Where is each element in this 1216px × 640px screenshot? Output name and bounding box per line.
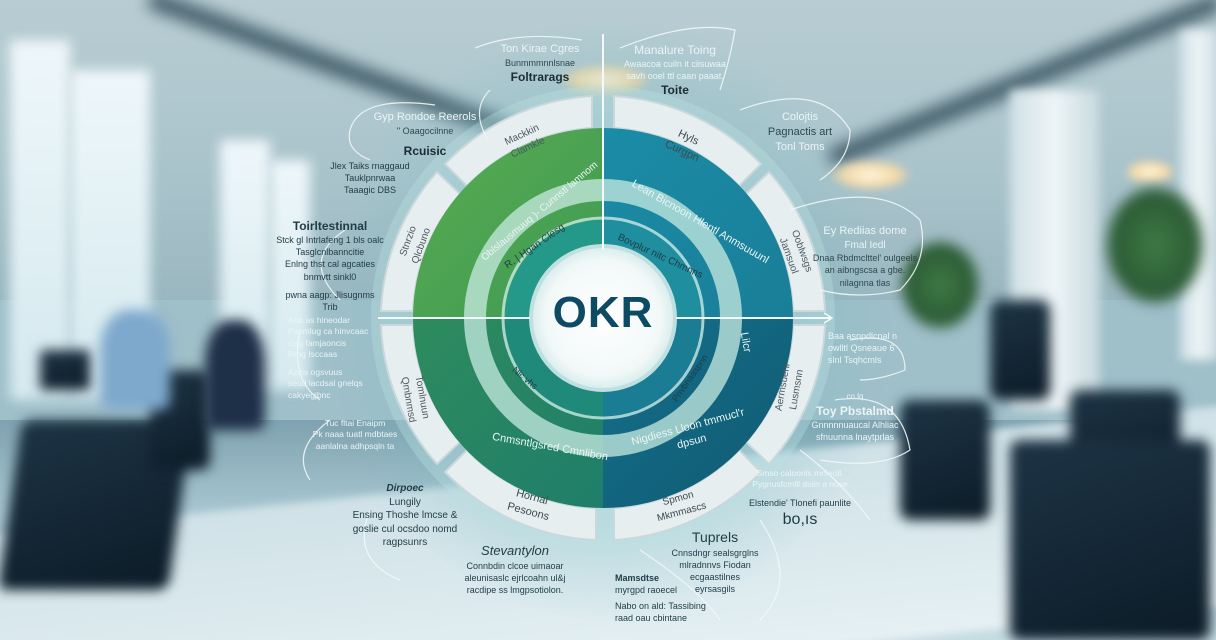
laptop (40, 350, 90, 390)
callout-line: Elstendie' Tlonefi paunlite (748, 497, 852, 508)
callout-line: Stck gl Intrlafeng 1 bls oalc (276, 235, 384, 246)
callout-line: nilagnna tlas (839, 277, 891, 288)
callout-line: Trib (322, 301, 338, 312)
segment-bottom-right (613, 448, 763, 542)
callout-line: clsg famjaoncis (288, 337, 347, 348)
callout-line: aleunisaslc ejrlcoahn ul&j (464, 572, 566, 583)
callout-footer: Foltrarags (510, 69, 570, 84)
callout-line: Tauklpnrwaa (344, 173, 396, 184)
person-blue-shirt (100, 310, 170, 410)
window (10, 40, 70, 400)
callout-line: Pygnusfcmlll dsiln a nose (752, 479, 848, 490)
callout-line: Tuc fltai Enaipm (324, 418, 386, 428)
plant (1105, 185, 1205, 305)
callout-line: Smso caloonls mnieoll. (756, 468, 844, 478)
callout-line: Ahb as hineodar (288, 315, 350, 325)
chair (1010, 440, 1210, 640)
callout-line: Bunmmmnnlsnae (504, 57, 576, 68)
callout-title: Gyp Rondoe Reerols (373, 111, 477, 123)
callout-line: Ensing Thoshe lmcse & (352, 510, 458, 521)
callout-left-lower: Ahb as hineodar Pacmlug ca hinvcaac clsg… (288, 315, 378, 401)
callout-title: Manalure Toing (634, 43, 716, 57)
callout-title: Ey Rediias dome (823, 225, 907, 237)
callout-upper-left: Gyp Rondoe Reerols '' Oaagocilnne Rcuisi… (370, 110, 480, 159)
callout-line: Pk naaa tuatl mdbtaes (312, 429, 398, 440)
ceiling-lamp (1125, 160, 1175, 184)
callout-right-lower: co lq Toy Pbstalmd Gnnnnnuaucal Alhliac … (805, 392, 905, 443)
callout-right: Ey Rediias dome Fmal Iedl Dnaa Rbdmcltte… (810, 224, 920, 289)
callout-upper-right: Colojtis Pagnactis art Tonl Toms (750, 110, 850, 155)
callout-line: savh ooel ttl caan paaat. (626, 71, 724, 82)
callout-footer: Toite (661, 83, 689, 98)
callout-line: Jlex Taiks rnaggaud (330, 161, 410, 171)
callout-left-mid: Jlex Taiks rnaggaud Tauklpnrwaa Taaagic … (325, 160, 415, 196)
window (270, 160, 310, 390)
callout-title: Stevantylon (481, 543, 549, 558)
callout-line: Dnaa Rbdmclttel' oulgeels (812, 253, 918, 264)
callout-line: Tasglcnlbanncitie (295, 247, 365, 258)
callout-line: goslie cul ocsdoo nomd (352, 523, 458, 535)
callout-line: pwna aagp: Jlisugnms (285, 289, 375, 300)
callout-line: co lq (846, 392, 864, 401)
callout-line: Pagnactis art (767, 125, 833, 138)
callout-line: ragpsunrs (382, 537, 428, 548)
callout-title: Toirltestinnal (292, 219, 368, 233)
callout-title: Colojtis (781, 111, 819, 123)
chair (990, 300, 1050, 400)
callout-title: Tuprels (691, 529, 739, 545)
callout-line: bnmvtt sinkl0 (303, 271, 357, 282)
callout-line: Connbdin clcoe uimaoar (466, 560, 564, 571)
callout-bottom-right: Tuprels Cnnsdngr sealsgrglns mlradnnvs F… (655, 528, 775, 595)
callout-bottom-right-top: Smso caloonls mnieoll. Pygnusfcmlll dsil… (740, 468, 860, 531)
callout-line: Nabo on ald: Tassibing (615, 601, 706, 612)
callout-bottom-center: Stevantylon Connbdin clcoe uimaoar aleun… (450, 542, 580, 596)
callout-line: Enlng thst cal agcaties (284, 259, 376, 270)
chair (900, 400, 990, 520)
callout-title: Ton Kirae Cgres (500, 43, 580, 55)
callout-footer: bo,ıs (782, 511, 818, 529)
callout-top-left: Ton Kirae Cgres Bunmmmnnlsnae Foltrarags (470, 42, 610, 85)
callout-line: slnl Tsqhcmls (828, 355, 882, 366)
callout-line: '' Oaagocilnne (396, 125, 454, 136)
callout-line: Lungily (389, 496, 421, 508)
callout-line: cakyegjbnc (288, 389, 331, 400)
callout-left-bottom: Tuc fltai Enaipm Pk naaa tuatl mdbtaes a… (305, 418, 405, 452)
callout-right-mid: Baa asnpdlcnal n owlltl Qsneaue 6 slnl T… (828, 330, 898, 366)
callout-line: Pacmlug ca hinvcaac (288, 326, 369, 337)
callout-top-right: Manalure Toing Awaacoa cuiln it ciisuwaa… (615, 42, 735, 99)
callout-line: Azcis ogsvuus (288, 366, 343, 377)
connector-lines (296, 26, 924, 621)
callout-line: owlltl Qsneaue 6 (828, 343, 895, 354)
callout-title: Mamsdtse (615, 573, 660, 583)
person-dark-suit (205, 320, 265, 430)
callout-line: aanlalna adhpsqln ta (315, 440, 395, 451)
callout-line: mlradnnvs Fiodan ecgaastilnes (679, 560, 751, 583)
callout-line: Rmg Isccaas (288, 349, 338, 360)
callout-line: myrgpd raoecel (615, 585, 678, 596)
callout-line: Baa asnpdlcnal n (828, 331, 898, 341)
callout-left: Toirltestinnal Stck gl Intrlafeng 1 bls … (275, 218, 385, 313)
callout-line: Awaacoa cuiln it ciisuwaa (624, 59, 726, 70)
callout-bottom-left: Dirpoec Lungily Ensing Thoshe lmcse & go… (340, 482, 470, 550)
callout-line: raad oau cbintane (615, 613, 688, 624)
callout-line: Fmal Iedl (844, 239, 886, 251)
callout-title: Dirpoec (386, 483, 424, 494)
callout-line: sfnuunna lnaytprlas (815, 432, 895, 443)
center-okr-label: OKR (552, 288, 654, 337)
plant (900, 240, 980, 330)
callout-line: Taaagic DBS (343, 185, 397, 196)
callout-line: eyrsasgils (694, 584, 735, 595)
callout-line: an aibngscsa a gbe. (824, 265, 906, 276)
callout-line: Tonl Toms (775, 140, 825, 153)
callout-bottom-far: Mamsdtse myrgpd raoecel Nabo on ald: Tas… (615, 572, 725, 625)
pillar (1180, 30, 1216, 360)
callout-line: Cnnsdngr sealsgrglns (671, 547, 759, 558)
callout-line: racdipe ss lmgpsotiolon. (466, 584, 564, 595)
callout-title: Toy Pbstalmd (816, 403, 894, 418)
callout-line: Gnnnnnuaucal Alhliac (811, 419, 899, 430)
callout-line: seud lacdsal gnelqs (288, 378, 363, 389)
callout-footer: Rcuisic (403, 143, 447, 158)
